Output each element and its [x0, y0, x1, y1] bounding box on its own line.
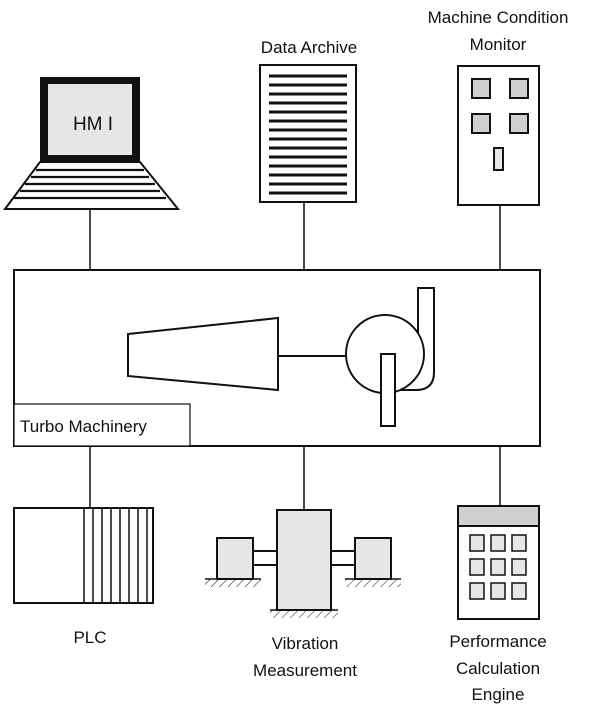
- machine-condition-monitor-label-line2: Monitor: [470, 35, 527, 54]
- performance-label-line3: Engine: [472, 685, 525, 704]
- performance-label-line2: Calculation: [456, 659, 540, 678]
- plc-icon: [13, 507, 154, 604]
- compressor-shape: [127, 316, 279, 392]
- performance-label-line1: Performance: [449, 632, 546, 651]
- turbo-machinery-block: Turbo Machinery: [13, 269, 541, 447]
- vibration-measurement-label-line2: Measurement: [253, 661, 357, 680]
- machine-condition-monitor-label-line1: Machine Condition: [428, 8, 569, 27]
- inlet-pipe: [380, 353, 396, 427]
- performance-calculator-icon: [457, 505, 540, 620]
- vibration-measurement-icon: [205, 509, 401, 618]
- data-archive-icon: [259, 64, 357, 203]
- machine-condition-monitor-icon: [457, 65, 540, 206]
- vibration-measurement-label-line1: Vibration: [272, 634, 339, 653]
- turbo-machinery-label: Turbo Machinery: [20, 417, 147, 436]
- connector-lines: [89, 202, 501, 510]
- data-archive-label: Data Archive: [261, 38, 357, 57]
- hmi-laptop-icon: HM I: [3, 77, 181, 210]
- plc-label: PLC: [73, 628, 106, 647]
- hmi-label: HM I: [73, 114, 113, 135]
